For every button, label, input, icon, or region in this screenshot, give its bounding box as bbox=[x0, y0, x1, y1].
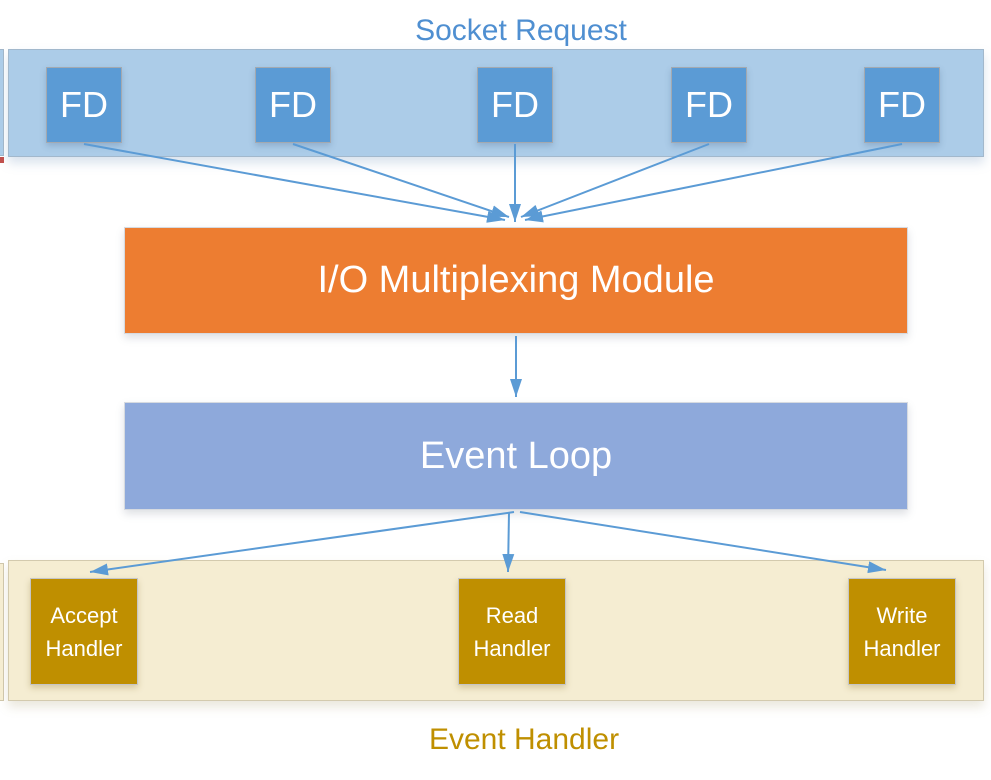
write-handler-label: Write Handler bbox=[863, 602, 941, 661]
fd-label: FD bbox=[685, 84, 733, 125]
fd-label: FD bbox=[878, 84, 926, 125]
event-loop-label: Event Loop bbox=[419, 434, 613, 477]
fd-label: FD bbox=[491, 84, 539, 125]
left-edge-cream-sliver bbox=[0, 563, 4, 701]
read-handler-box: Read Handler bbox=[458, 578, 566, 685]
fd-box-2: FD bbox=[255, 67, 331, 143]
left-edge-blue-sliver bbox=[0, 49, 4, 156]
event-loop-module: Event Loop bbox=[124, 402, 908, 510]
event-handler-title: Event Handler bbox=[428, 723, 620, 756]
fd-box-1: FD bbox=[46, 67, 122, 143]
fd-label: FD bbox=[269, 84, 317, 125]
fd-box-4: FD bbox=[671, 67, 747, 143]
fd-label: FD bbox=[60, 84, 108, 125]
fd-box-5: FD bbox=[864, 67, 940, 143]
read-handler-label: Read Handler bbox=[473, 602, 551, 661]
socket-request-title: Socket Request bbox=[415, 14, 627, 47]
io-multiplexing-module-label: I/O Multiplexing Module bbox=[317, 259, 715, 301]
accept-handler-box: Accept Handler bbox=[30, 578, 138, 685]
fd-box-3: FD bbox=[477, 67, 553, 143]
io-multiplexing-module: I/O Multiplexing Module bbox=[124, 227, 908, 334]
left-edge-red-sliver bbox=[0, 157, 4, 163]
write-handler-box: Write Handler bbox=[848, 578, 956, 685]
accept-handler-label: Accept Handler bbox=[45, 602, 123, 661]
